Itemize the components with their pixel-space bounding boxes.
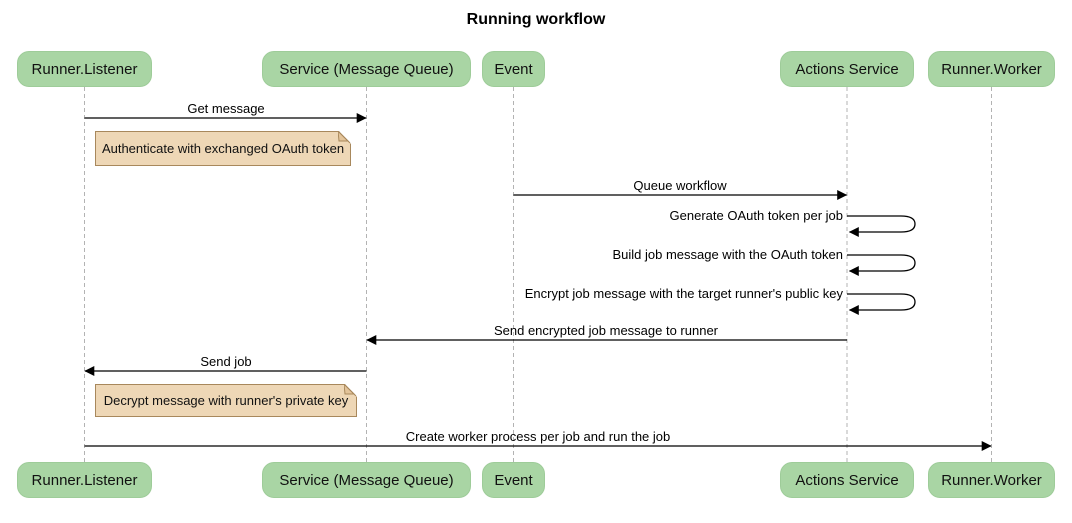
note-authenticate-oauth: Authenticate with exchanged OAuth token [95,131,351,166]
participant-top-service-message-queue: Service (Message Queue) [262,51,471,87]
participant-bottom-event: Event [482,462,545,498]
participant-top-actions-service: Actions Service [780,51,914,87]
note-authenticate-oauth-text: Authenticate with exchanged OAuth token [101,141,345,156]
participant-bottom-actions-service: Actions Service [780,462,914,498]
message-label-send-encrypted-job-message: Send encrypted job message to runner [493,323,719,338]
participant-bottom-runner-listener: Runner.Listener [17,462,152,498]
message-label-send-job: Send job [200,354,252,369]
message-label-queue-workflow: Queue workflow [633,178,727,193]
diagram-title: Running workflow [466,11,606,28]
participant-top-runner-worker: Runner.Worker [928,51,1055,87]
note-decrypt-private-key-text: Decrypt message with runner's private ke… [103,393,349,408]
arrow-self-encrypt-job-message [847,293,916,315]
message-label-build-job-message: Build job message with the OAuth token [612,247,843,262]
note-fold-icon [344,384,357,397]
participant-bottom-service-message-queue: Service (Message Queue) [262,462,471,498]
message-label-encrypt-job-message: Encrypt job message with the target runn… [524,286,843,301]
arrow-self-build-job-message [847,254,916,276]
message-label-generate-oauth-token: Generate OAuth token per job [669,208,843,223]
message-label-create-worker-process: Create worker process per job and run th… [405,429,671,444]
note-fold-icon [338,131,351,144]
participant-bottom-runner-worker: Runner.Worker [928,462,1055,498]
arrow-self-generate-oauth-token [847,215,916,237]
participant-top-event: Event [482,51,545,87]
message-label-get-message: Get message [187,101,265,116]
note-decrypt-private-key: Decrypt message with runner's private ke… [95,384,357,417]
participant-top-runner-listener: Runner.Listener [17,51,152,87]
